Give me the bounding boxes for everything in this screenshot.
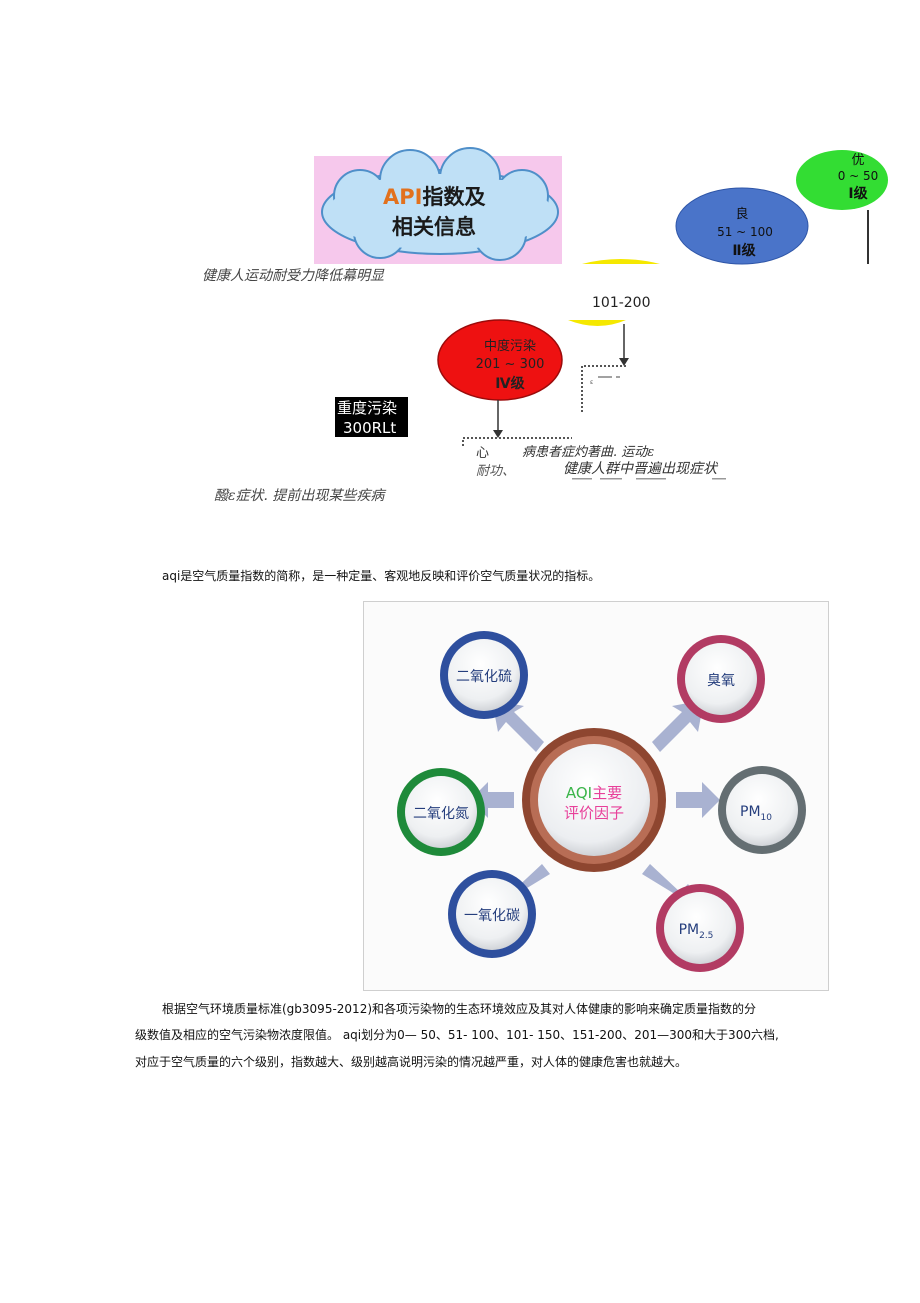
node-so2-face: [448, 639, 520, 711]
arrowhead-moderate: [619, 358, 629, 366]
level-excellent-name: 优: [851, 153, 864, 168]
node-so2-label: 二氧化硫: [456, 669, 512, 685]
level-good-grade: Ⅱ级: [732, 242, 756, 259]
node-pm10-label: PM10: [740, 804, 772, 823]
api-diagram-graphic: API指数及 相关信息 优 0 ~ 50 Ⅰ级 良 51 ~ 100 Ⅱ级 10…: [314, 147, 888, 480]
arrowhead-medium: [493, 430, 503, 438]
paragraph-line2: 级数值及相应的空气污染物浓度限值。 aqi划分为0— 50、51- 100、10…: [135, 1028, 779, 1042]
level-good-name: 良: [735, 206, 748, 222]
aqi-factors-figure: AQI主要 评价因子 二氧化硫 臭氧 二氧化氮 PM10 一氧化碳 PM2.5: [363, 601, 829, 991]
heavy-pollution-range: 300RLt: [335, 419, 408, 437]
node-co-face: [456, 878, 528, 950]
aqi-factors-graphic: AQI主要 评价因子 二氧化硫 臭氧 二氧化氮 PM10 一氧化碳 PM2.5: [397, 631, 806, 972]
note-top: 健康人运动耐受力降低幕明显: [202, 268, 384, 284]
level-excellent-range: 0 ~ 50: [838, 169, 879, 183]
paragraph-line3: 对应于空气质量的六个级别，指数越大、级别越高说明污染的情况越严重，对人体的健康危…: [135, 1055, 688, 1069]
node-pm25-face: [664, 892, 736, 964]
note-right-line1-b: 病患者症灼著曲. 运动ε: [522, 445, 655, 460]
arrow-to-pm10: [676, 782, 720, 818]
api-level-diagram: API指数及 相关信息 优 0 ~ 50 Ⅰ级 良 51 ~ 100 Ⅱ级 10…: [0, 0, 920, 520]
tiny-footnotes: [572, 478, 726, 480]
level-excellent-ellipse: [796, 150, 888, 210]
heavy-pollution-box: 重度污染 300RLt: [335, 397, 408, 437]
node-pm10-face: [726, 774, 798, 846]
level-moderate-bottom-fragment: [568, 320, 626, 326]
node-no2-face: [405, 776, 477, 848]
node-o3-label: 臭氧: [707, 673, 735, 689]
node-no2-label: 二氧化氮: [413, 806, 469, 822]
range-101-200: 101-200: [592, 295, 651, 311]
level-medium-grade: Ⅳ级: [495, 375, 525, 392]
center-label-line1: AQI主要: [566, 784, 622, 802]
heavy-pollution-label: 重度污染: [337, 399, 398, 417]
cloud-title-line2: 相关信息: [392, 215, 476, 239]
intro-text: aqi是空气质量指数的简称，是一种定量、客观地反映和评价空气质量状况的指标。: [162, 569, 601, 583]
small-marker: ε: [590, 379, 593, 386]
center-label-line2: 评价因子: [564, 804, 624, 822]
bracket-moderate: [581, 365, 626, 412]
note-right-line2-b: 健康人群中晋遍出现症状: [563, 461, 717, 477]
level-moderate-top-fragment: [582, 259, 660, 264]
level-excellent-grade: Ⅰ级: [848, 185, 868, 202]
center-face: [538, 744, 650, 856]
paragraph-line1: 根据空气环境质量标准(gb3095-2012)和各项污染物的生态环境效应及其对人…: [162, 1002, 757, 1016]
level-good-range: 51 ~ 100: [717, 225, 773, 239]
note-bottom: 醱ε症状. 提前出现某些疾病: [214, 488, 385, 504]
level-medium-ellipse: [437, 319, 563, 401]
arrow-to-o3: [652, 700, 704, 752]
node-co-label: 一氧化碳: [464, 908, 520, 924]
cloud-title-line1: API指数及: [383, 185, 486, 209]
cloud-shape: [321, 147, 559, 261]
note-right-line1-a: 心: [476, 446, 490, 461]
level-good-ellipse: [675, 187, 809, 265]
level-medium-name: 中度污染: [484, 338, 536, 354]
node-pm25-label: PM2.5: [679, 922, 714, 941]
node-o3-face: [685, 643, 757, 715]
bracket-medium: [462, 437, 572, 446]
level-medium-range: 201 ~ 300: [476, 357, 545, 372]
note-right-line2-a: 耐功、: [476, 464, 516, 479]
